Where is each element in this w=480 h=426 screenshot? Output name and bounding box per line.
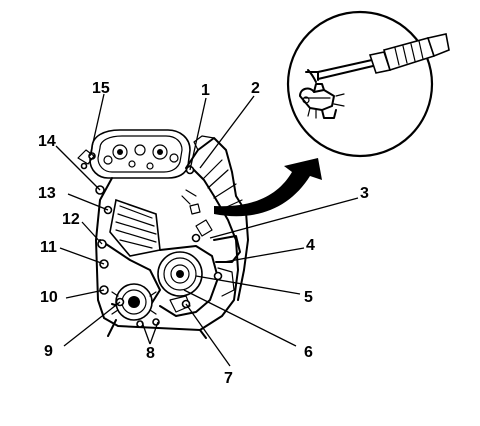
callout-5: 5 [304, 289, 313, 306]
retaining-clip-icon [299, 83, 345, 119]
callout-14: 14 [38, 133, 56, 150]
callout-1: 1 [201, 82, 210, 99]
detail-arrow [214, 158, 322, 217]
callout-2: 2 [251, 80, 260, 97]
callout-12: 12 [62, 211, 80, 228]
callout-15: 15 [92, 80, 110, 97]
engine-assembly [77, 129, 249, 339]
crankshaft-sprocket [111, 283, 157, 321]
leader-lines [55, 93, 359, 367]
tensioner-pulley [157, 251, 203, 297]
callout-9: 9 [44, 343, 53, 360]
timing-belt-cover [109, 198, 161, 257]
callout-10: 10 [40, 289, 58, 306]
callout-13: 13 [38, 185, 56, 202]
callout-4: 4 [306, 237, 315, 254]
callout-3: 3 [360, 185, 369, 202]
camshaft-cover [89, 129, 191, 179]
detail-inset [286, 10, 450, 158]
callout-11: 11 [40, 239, 57, 256]
screwdriver-icon [305, 33, 450, 83]
callout-7: 7 [224, 370, 233, 387]
callout-labels: 15 1 2 14 13 12 11 10 9 8 7 6 5 4 3 [38, 80, 369, 387]
callout-6: 6 [304, 344, 313, 361]
callout-8: 8 [146, 345, 155, 362]
